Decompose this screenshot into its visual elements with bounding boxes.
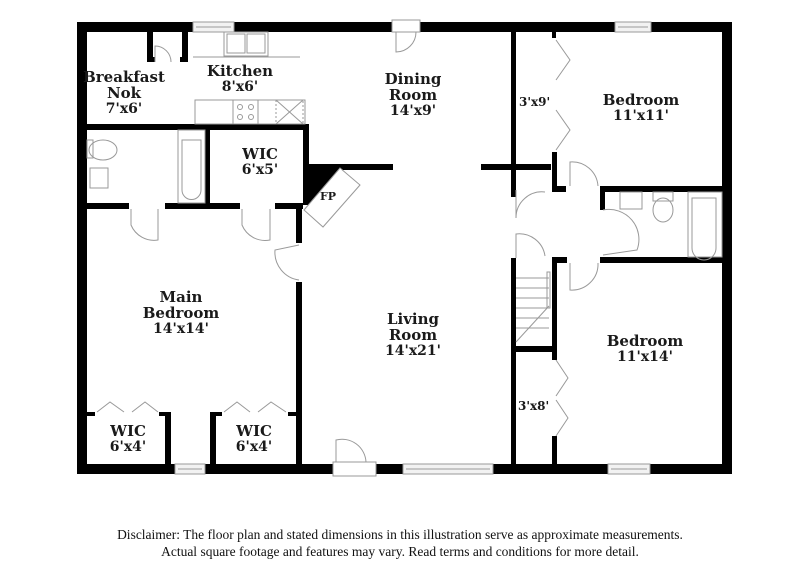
disclaimer: Disclaimer: The floor plan and stated di… — [0, 526, 800, 560]
disclaimer-line-1: Disclaimer: The floor plan and stated di… — [117, 527, 683, 542]
closet-2-dimensions: 3'x8' — [518, 399, 550, 413]
disclaimer-line-2: Actual square footage and features may v… — [161, 544, 639, 559]
room-name: Kitchen — [206, 62, 274, 80]
room-name: Room — [388, 85, 438, 104]
room-dimensions: 8'x6' — [221, 78, 259, 95]
room-name: WIC — [236, 422, 272, 440]
room-name: Bedroom — [142, 303, 220, 322]
room-wic-right: WIC 6'x4' — [235, 422, 273, 455]
room-dimensions: 6'x4' — [109, 438, 147, 455]
room-dimensions: 11'x14' — [617, 348, 673, 365]
room-living: Living Room 14'x21' — [385, 310, 441, 359]
room-kitchen: Kitchen 8'x6' — [206, 62, 274, 95]
windows — [174, 21, 652, 475]
fireplace-label: FP — [320, 190, 337, 203]
room-name: Living — [386, 310, 440, 328]
interior-walls — [87, 32, 722, 466]
fixtures — [86, 31, 723, 343]
room-name: WIC — [242, 145, 278, 163]
room-wic-upper: WIC 6'x5' — [241, 145, 279, 178]
room-name: Main — [159, 288, 203, 306]
exterior-walls — [77, 22, 732, 474]
closet-1-dimensions: 3'x9' — [519, 95, 551, 109]
room-wic-left: WIC 6'x4' — [109, 422, 147, 455]
room-name: Dining — [384, 70, 442, 88]
room-bedroom-1: Bedroom 11'x11' — [602, 91, 680, 124]
room-name: Room — [388, 325, 438, 344]
room-breakfast-nook: Breakfast Nok 7'x6' — [83, 68, 165, 117]
room-main-bedroom: Main Bedroom 14'x14' — [142, 288, 220, 337]
room-name: Nok — [106, 83, 142, 102]
room-name: Breakfast — [83, 68, 165, 86]
room-name: WIC — [110, 422, 146, 440]
room-name: Bedroom — [602, 91, 680, 109]
doors — [96, 19, 640, 477]
room-dimensions: 6'x5' — [241, 161, 279, 178]
room-dimensions: 14'x9' — [389, 102, 437, 119]
room-name: Bedroom — [606, 332, 684, 350]
room-dimensions: 14'x14' — [153, 320, 209, 337]
room-dimensions: 6'x4' — [235, 438, 273, 455]
room-dimensions: 11'x11' — [613, 107, 669, 124]
room-dining: Dining Room 14'x9' — [384, 70, 442, 119]
room-bedroom-2: Bedroom 11'x14' — [606, 332, 684, 365]
room-dimensions: 7'x6' — [105, 100, 143, 117]
room-dimensions: 14'x21' — [385, 342, 441, 359]
